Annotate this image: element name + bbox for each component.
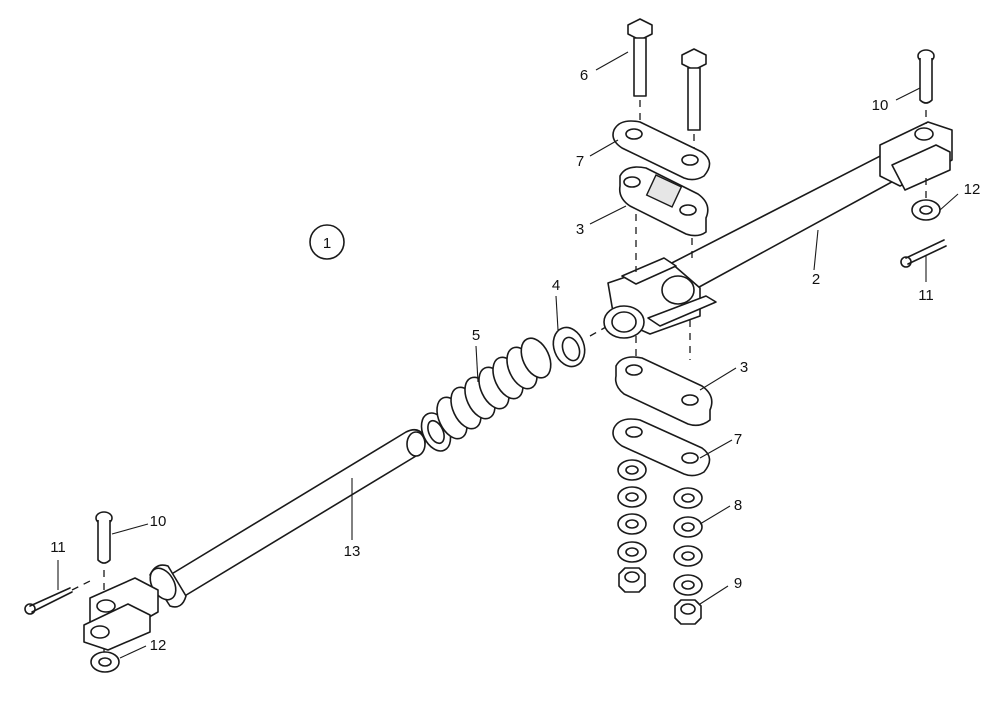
callout-4: 4	[552, 277, 560, 294]
part-13-rod	[149, 428, 426, 608]
callout-labels: 6 7 3 4 5 2 3 7 8 9 10 12 11 10 11 12 13	[50, 67, 980, 654]
callout-2: 2	[812, 271, 820, 288]
part-2-tube	[661, 121, 953, 293]
left-washer	[90, 651, 120, 673]
callout-11-left: 11	[50, 539, 66, 556]
right-cotter-pin	[900, 239, 947, 268]
callout-3-top: 3	[576, 221, 584, 238]
callout-3-bottom: 3	[740, 359, 748, 376]
part-8-washers-left	[617, 459, 647, 563]
left-cotter-pin	[24, 579, 93, 615]
callout-5: 5	[472, 327, 480, 344]
part-7-top-plate	[612, 120, 711, 181]
callout-10-left: 10	[150, 513, 167, 530]
left-clevis-pin	[95, 511, 113, 596]
part-5-spring	[420, 337, 552, 452]
callout-7-top: 7	[576, 153, 584, 170]
part-8-washers-right	[673, 487, 703, 596]
callout-8: 8	[734, 497, 742, 514]
part-6-bolt-right	[681, 48, 707, 131]
callout-7-bottom: 7	[734, 431, 742, 448]
part-6-bolt-left	[627, 18, 653, 97]
right-washer	[911, 199, 941, 221]
central-housing	[603, 257, 717, 339]
right-clevis-pin	[917, 49, 935, 124]
part-3-bottom-clamp	[614, 356, 713, 427]
assembly-number: 1	[323, 235, 331, 252]
callout-6: 6	[580, 67, 588, 84]
callout-9: 9	[734, 575, 742, 592]
part-9-nut-right	[674, 599, 702, 625]
callout-12-right: 12	[964, 181, 981, 198]
assembly-number-marker: 1	[309, 224, 345, 260]
part-7-bottom-plate	[612, 418, 711, 477]
leader-lines	[57, 51, 959, 659]
part-3-top-clamp	[618, 166, 709, 237]
left-clevis	[83, 577, 159, 651]
callout-11-right: 11	[918, 287, 934, 304]
callout-10-right: 10	[872, 97, 889, 114]
part-4-ring	[552, 326, 586, 368]
callout-13: 13	[344, 543, 361, 560]
part-9-nut-left	[618, 567, 646, 593]
callout-12-left: 12	[150, 637, 167, 654]
